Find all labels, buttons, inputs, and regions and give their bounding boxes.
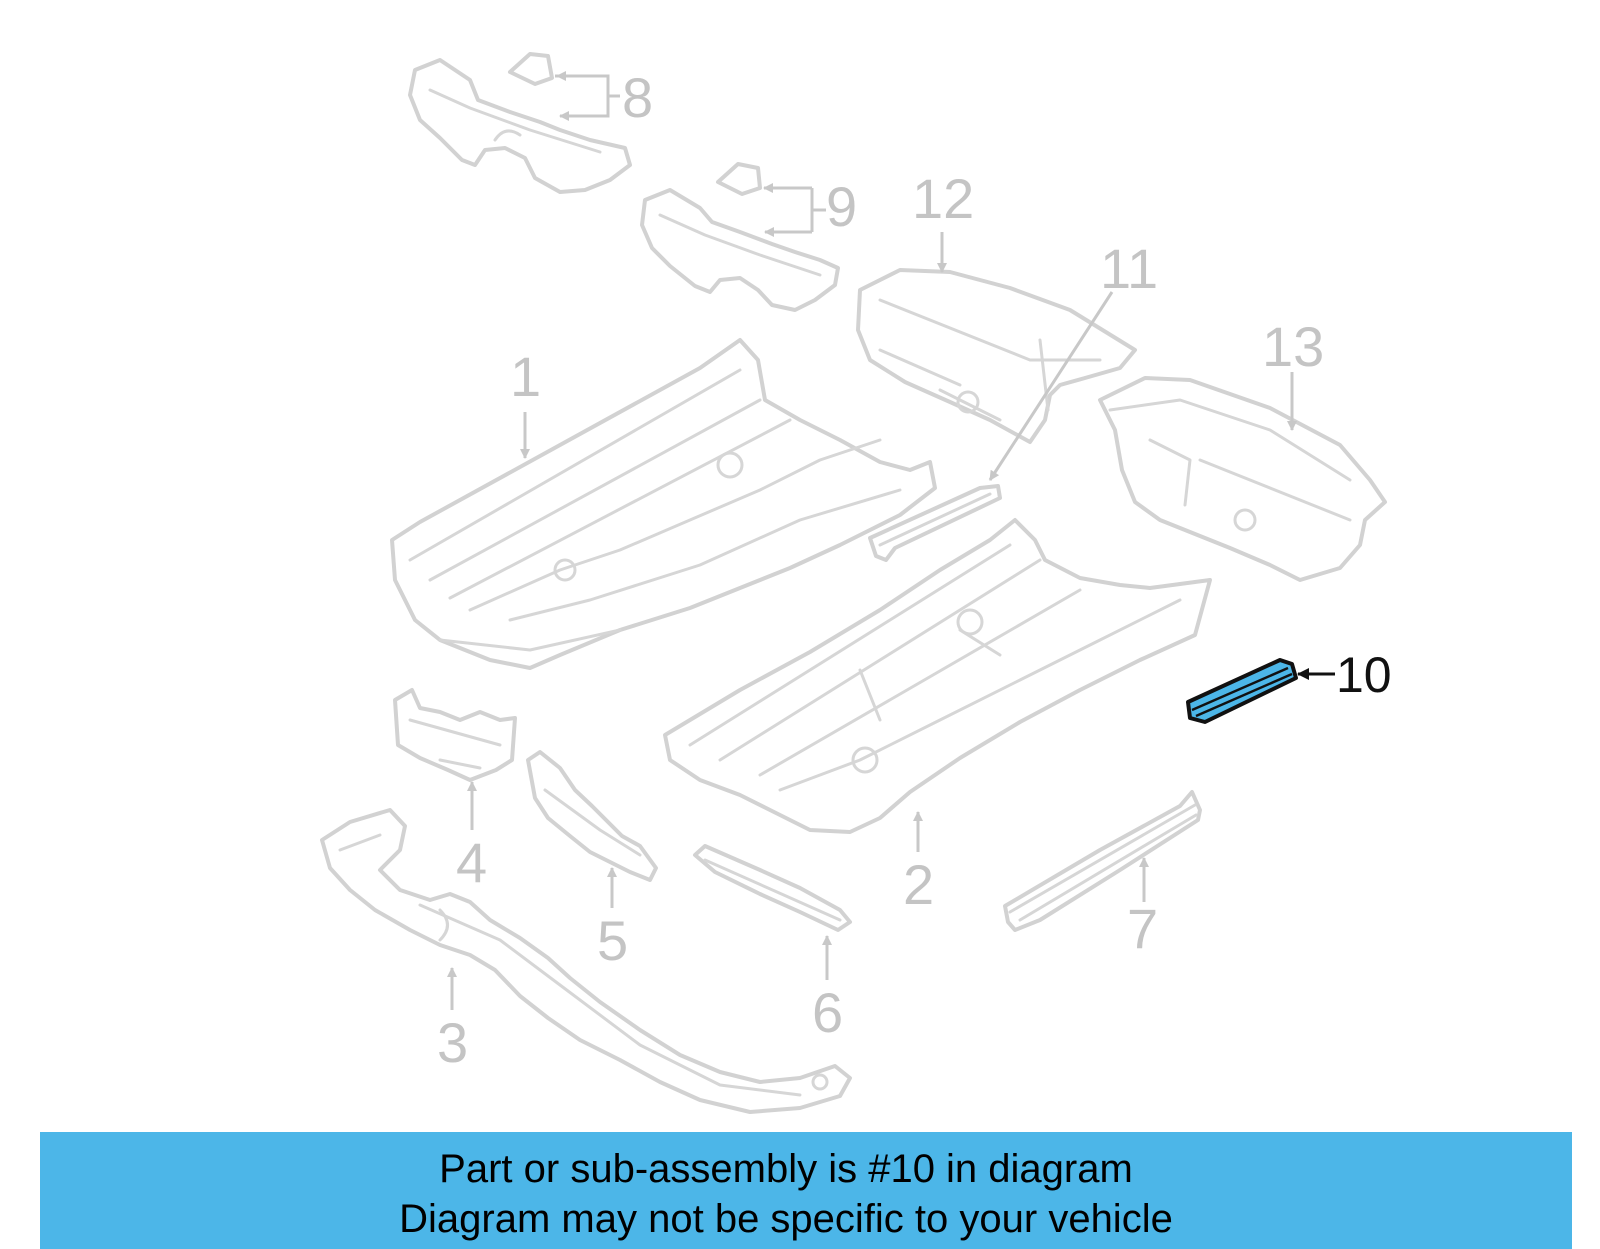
callout-4: 4 xyxy=(456,831,487,894)
callout-13: 13 xyxy=(1262,315,1324,378)
part-10-highlighted[interactable] xyxy=(1186,658,1298,724)
callout-5: 5 xyxy=(597,909,628,972)
part-8-crossmember[interactable] xyxy=(408,52,632,194)
part-3-front-crossmember[interactable] xyxy=(320,808,852,1114)
info-banner: Part or sub-assembly is #10 in diagram D… xyxy=(40,1132,1572,1249)
callout-8: 8 xyxy=(622,66,653,129)
part-13-rear-floor-assembly[interactable] xyxy=(1098,376,1387,582)
part-4-bracket[interactable] xyxy=(393,688,517,782)
callout-6: 6 xyxy=(812,981,843,1044)
banner-line-part: Part or sub-assembly is #10 in diagram xyxy=(439,1147,1133,1191)
callout-3: 3 xyxy=(437,1011,468,1074)
callout-1: 1 xyxy=(510,345,541,408)
part-2-front-floor-right[interactable] xyxy=(663,518,1212,834)
callout-12: 12 xyxy=(912,167,974,230)
callout-2: 2 xyxy=(903,853,934,916)
banner-line-disclaimer: Diagram may not be specific to your vehi… xyxy=(399,1197,1173,1241)
part-9-crossmember[interactable] xyxy=(640,162,840,312)
part-7-side-sill[interactable] xyxy=(1003,790,1202,932)
callout-9: 9 xyxy=(826,175,857,238)
part-1-front-floor-left[interactable] xyxy=(390,338,937,670)
callout-7: 7 xyxy=(1127,897,1158,960)
part-11-rail[interactable] xyxy=(868,484,1002,562)
part-5-bracket[interactable] xyxy=(526,750,658,882)
part-12-rear-floor[interactable] xyxy=(856,268,1137,444)
part-6-rail[interactable] xyxy=(693,844,852,932)
callout-11: 11 xyxy=(1100,237,1158,300)
callout-10: 10 xyxy=(1336,647,1392,703)
